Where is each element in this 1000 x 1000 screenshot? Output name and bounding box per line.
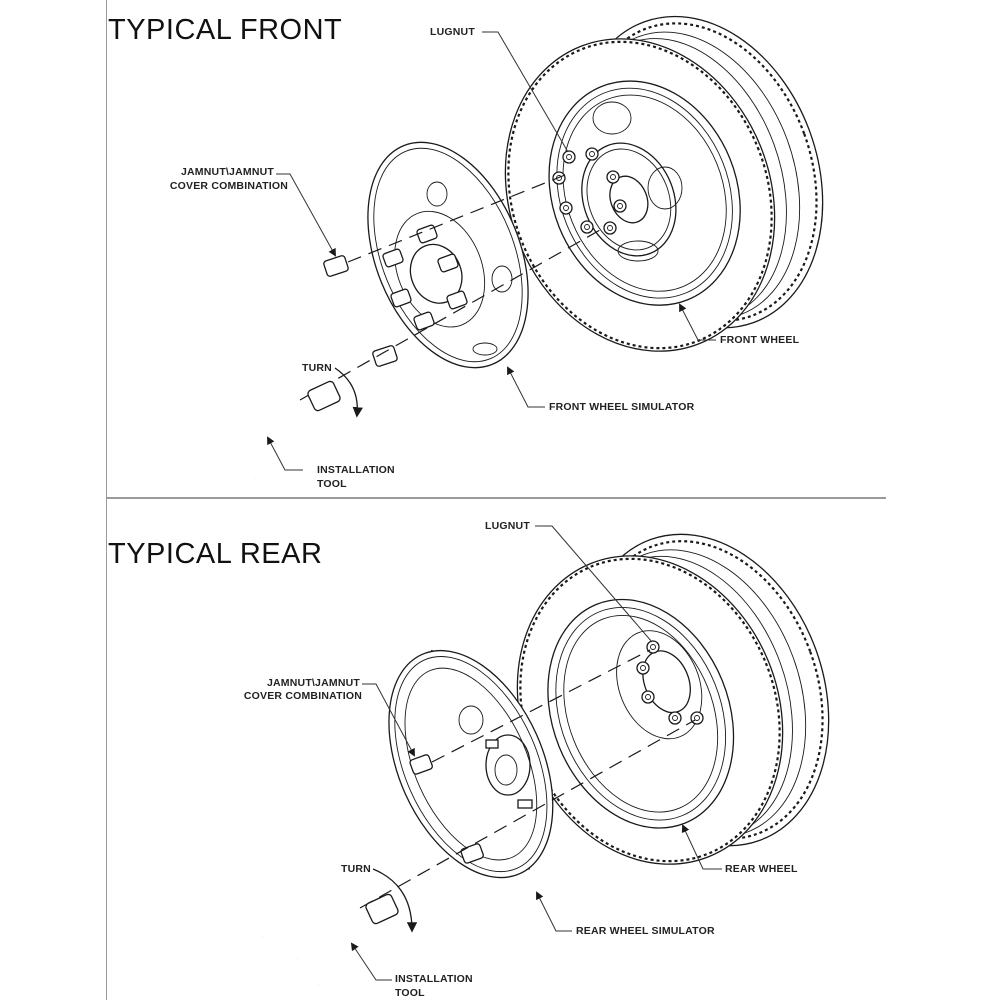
rear-turn-arrow: [372, 868, 418, 933]
front-lugnuts: [552, 147, 627, 235]
rear-axis-line-upper: [431, 649, 651, 763]
front-wheel-leader: [679, 303, 716, 341]
rear-jamnut-label-line1: JAMNUT\JAMNUT: [266, 677, 360, 689]
front-jamnut-label-line1: JAMNUT\JAMNUT: [180, 166, 274, 178]
front-installation-tool: [198, 367, 363, 480]
rear-simulator-leader: [536, 891, 572, 932]
rear-tool-leader: [350, 942, 392, 981]
rear-wheel: [516, 533, 830, 865]
front-wheel-vent: [617, 240, 659, 262]
rear-wheel-simulator: [388, 649, 554, 879]
rear-tool-label-line2: TOOL: [395, 987, 425, 999]
front-tool-label-line2: TOOL: [317, 478, 347, 490]
front-lugnut-leader: [482, 31, 569, 153]
front-lugnut-label: LUGNUT: [430, 26, 475, 38]
rear-installation-tool: [260, 868, 418, 987]
front-simulator-label: FRONT WHEEL SIMULATOR: [549, 401, 695, 413]
section-divider: [106, 497, 886, 499]
front-jamnut-leader: [276, 173, 336, 257]
rear-turn-label: TURN: [341, 863, 371, 875]
rear-lugnut-leader: [535, 525, 653, 643]
front-simulator-studs: [382, 224, 468, 331]
front-wheel-vent: [592, 101, 632, 135]
front-section-title: TYPICAL FRONT: [108, 14, 343, 46]
front-wheel-simulator: [367, 141, 529, 369]
front-wheel: [504, 15, 824, 352]
front-jamnut-label-line2: COVER COMBINATION: [169, 180, 288, 192]
front-turn-arrow: [334, 367, 363, 418]
front-jamnut: [323, 255, 398, 367]
front-wheel-label: FRONT WHEEL: [720, 334, 800, 346]
rear-jamnut-leader: [362, 683, 415, 757]
front-wheel-vent: [647, 166, 683, 210]
frame-left-border: [106, 0, 107, 1000]
rear-simulator-label: REAR WHEEL SIMULATOR: [576, 925, 715, 937]
rear-wheel-label: REAR WHEEL: [725, 863, 798, 875]
front-simulator-leader: [507, 366, 545, 408]
front-axis-line-lower: [299, 229, 601, 401]
rear-axis-line-lower: [359, 719, 696, 909]
rear-wheel-leader: [681, 824, 722, 870]
rear-section-title: TYPICAL REAR: [108, 538, 323, 570]
rear-tool-label-line1: INSTALLATION: [395, 973, 473, 985]
rear-lugnut-label: LUGNUT: [485, 520, 530, 532]
rear-jamnut-label-line2: COVER COMBINATION: [243, 690, 362, 702]
front-tool-leader: [267, 436, 303, 471]
front-tool-label-line1: INSTALLATION: [317, 464, 395, 476]
front-turn-label: TURN: [302, 362, 332, 374]
front-axis-line-upper: [347, 174, 566, 263]
